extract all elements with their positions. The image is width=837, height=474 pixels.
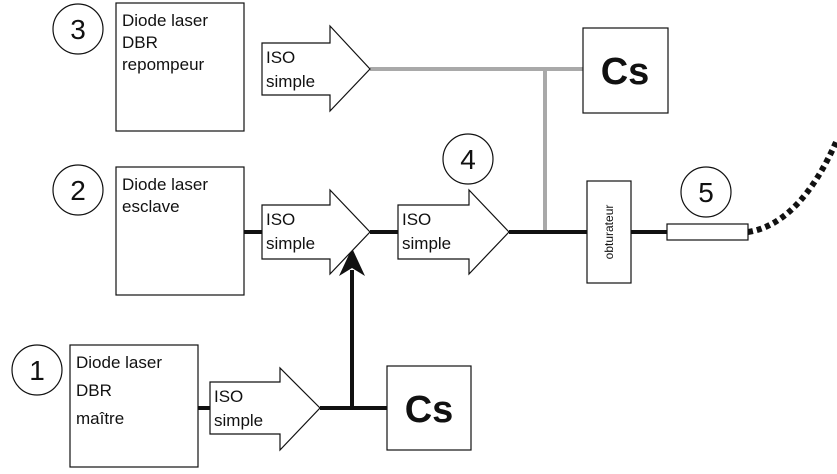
repump-laser-line3: repompeur (122, 55, 205, 74)
cs-cell-master: Cs (386, 365, 472, 451)
label-3-text: 3 (70, 14, 86, 45)
label-3: 3 (52, 3, 104, 55)
isolator-master-line2: simple (214, 411, 263, 430)
slave-laser-line1: Diode laser (122, 175, 208, 194)
label-4: 4 (442, 133, 494, 185)
label-5-text: 5 (698, 177, 714, 208)
isolator-main-line2: simple (402, 234, 451, 253)
label-1: 1 (11, 344, 63, 396)
master-laser-box: Diode laser DBR maître (69, 344, 199, 468)
isolator-repump: ISO simple (261, 24, 371, 113)
isolator-repump-line2: simple (266, 72, 315, 91)
label-2-text: 2 (70, 175, 86, 206)
label-2: 2 (52, 164, 104, 216)
cs-cell-master-label: Cs (405, 389, 454, 431)
optical-fiber (747, 138, 837, 235)
isolator-slave-line2: simple (266, 234, 315, 253)
isolator-main: ISO simple (397, 188, 510, 276)
cs-cell-repump: Cs (582, 27, 669, 114)
master-laser-line2: DBR (76, 381, 112, 400)
shutter: obturateur (586, 180, 632, 284)
master-laser-line3: maître (76, 409, 124, 428)
isolator-master-line1: ISO (214, 387, 243, 406)
isolator-slave: ISO simple (261, 188, 371, 276)
cs-cell-repump-label: Cs (601, 51, 650, 93)
repump-laser-line1: Diode laser (122, 11, 208, 30)
isolator-master: ISO simple (209, 366, 321, 452)
slave-laser-box: Diode laser esclave (115, 166, 245, 296)
label-4-text: 4 (460, 144, 476, 175)
isolator-repump-line1: ISO (266, 48, 295, 67)
label-5: 5 (680, 166, 732, 218)
repump-beam (370, 67, 583, 232)
slave-laser-line2: esclave (122, 197, 180, 216)
repump-laser-line2: DBR (122, 33, 158, 52)
repump-laser-box: Diode laser DBR repompeur (115, 2, 245, 132)
injection-arrowhead (339, 248, 365, 276)
isolator-slave-line1: ISO (266, 210, 295, 229)
isolator-main-line1: ISO (402, 210, 431, 229)
fiber-coupler (666, 223, 749, 241)
master-beam (198, 248, 387, 410)
label-1-text: 1 (29, 355, 45, 386)
shutter-label: obturateur (602, 205, 616, 260)
master-laser-line1: Diode laser (76, 353, 162, 372)
